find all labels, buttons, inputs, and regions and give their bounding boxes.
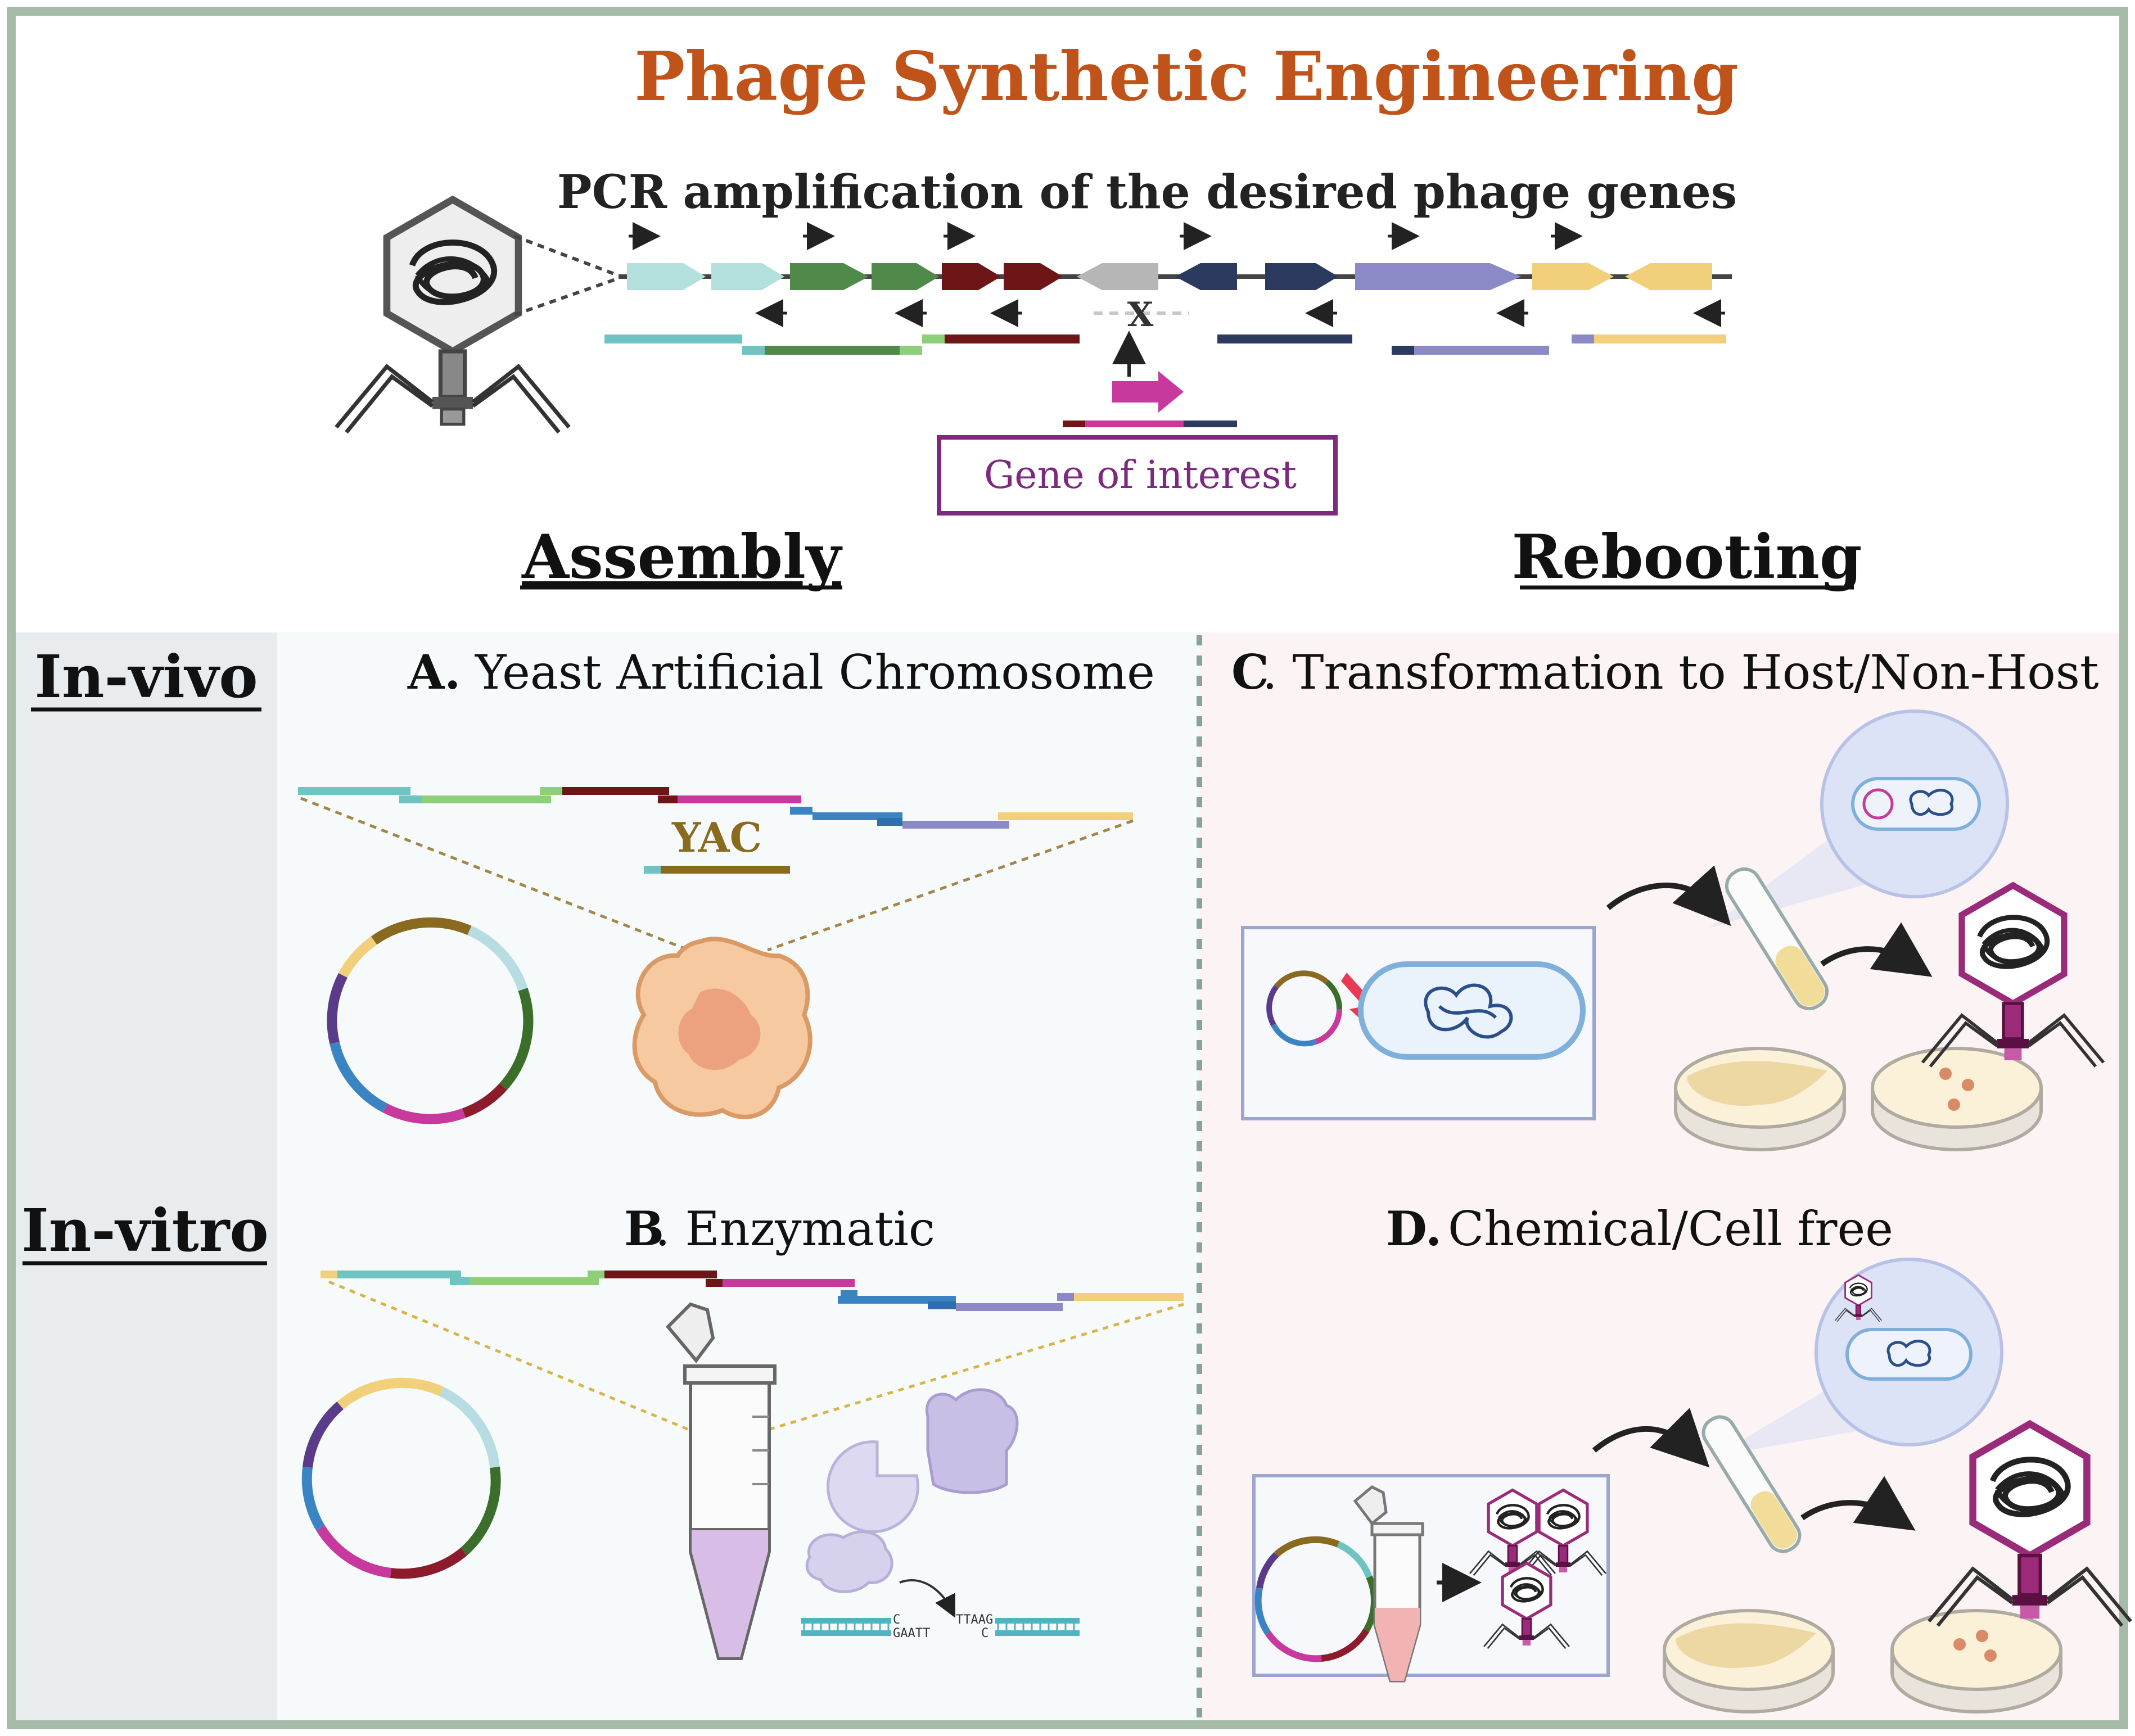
arrow-icon bbox=[1820, 922, 1933, 977]
petri-dish-icon bbox=[1676, 1048, 1844, 1150]
phage-genome bbox=[619, 263, 1732, 290]
bacterium-icon bbox=[1845, 1328, 1972, 1381]
dna-left: C GAATT bbox=[801, 1613, 930, 1640]
row-label-in-vitro: In-vitro bbox=[21, 1196, 269, 1265]
chromosome-icon bbox=[1909, 789, 1954, 816]
gene-arrow bbox=[872, 263, 939, 290]
seq-right-top: TTAAG bbox=[956, 1613, 993, 1627]
gene-arrow bbox=[942, 263, 1001, 290]
insert-fragment bbox=[1085, 421, 1184, 427]
tube-icon bbox=[1725, 867, 1829, 1011]
petri-dish-icon bbox=[1892, 1611, 2061, 1712]
gene-arrow bbox=[711, 263, 784, 290]
row-label-band bbox=[16, 632, 277, 1720]
plasmid-icon bbox=[327, 917, 534, 1124]
seq-right-bottom: C bbox=[981, 1626, 988, 1640]
tube-icon bbox=[665, 1302, 777, 1660]
plasmid-icon bbox=[1266, 970, 1343, 1047]
zoom-line bbox=[300, 797, 689, 952]
primer-arrows bbox=[629, 222, 1725, 327]
rebooting-header: Rebooting bbox=[1511, 522, 1862, 593]
assembly-header: Assembly bbox=[521, 522, 843, 593]
petri-dish-icon bbox=[1664, 1611, 1833, 1712]
gene-of-interest-box bbox=[937, 435, 1338, 516]
pcr-fragments bbox=[604, 334, 1726, 355]
zoom-line bbox=[328, 1280, 692, 1432]
insert-fragment-right bbox=[1184, 421, 1237, 427]
arrow-icon bbox=[1606, 865, 1731, 926]
tube-icon bbox=[1353, 1485, 1424, 1683]
gene-of-interest-label: Gene of interest bbox=[984, 453, 1297, 498]
petri-dish-icon bbox=[1872, 1048, 2041, 1150]
plasmid-icon bbox=[301, 1377, 501, 1579]
zoom-line-bottom bbox=[514, 277, 619, 317]
figure-title: Phage Synthetic Engineering bbox=[634, 37, 1739, 116]
cut-arrow bbox=[899, 1579, 955, 1618]
panel-c-title: . Transformation to Host/Non-Host bbox=[1262, 645, 2099, 700]
pcr-subtitle: PCR amplification of the desired phage g… bbox=[557, 165, 1737, 219]
zoom-line-top bbox=[513, 234, 620, 277]
gene-arrow bbox=[790, 263, 869, 290]
gene-arrow bbox=[1004, 263, 1063, 290]
enzyme-icon bbox=[805, 1388, 1019, 1593]
gene-arrow bbox=[1265, 263, 1338, 290]
gene-arrow bbox=[1175, 263, 1237, 290]
row-label-in-vivo: In-vivo bbox=[34, 642, 258, 711]
yac-bar bbox=[661, 866, 790, 874]
gene-arrow bbox=[1625, 263, 1712, 290]
arrow-icon bbox=[1592, 1408, 1710, 1468]
panel-d-title: Chemical/Cell free bbox=[1448, 1201, 1893, 1256]
seq-left-top: C bbox=[893, 1613, 900, 1627]
gene-arrow-knockout bbox=[1077, 263, 1158, 290]
panel-b-letter: B bbox=[624, 1201, 664, 1256]
yac-fragments bbox=[298, 787, 1133, 829]
gene-arrow bbox=[1532, 263, 1614, 290]
gene-arrow bbox=[1355, 263, 1521, 290]
panel-c-letter: C bbox=[1231, 644, 1269, 700]
yac-bar-end bbox=[644, 866, 661, 874]
insert-fragment-left bbox=[1063, 421, 1085, 427]
tube-icon bbox=[1701, 1415, 1802, 1553]
chromosome-icon bbox=[1424, 983, 1513, 1039]
plasmid-icon bbox=[1862, 788, 1894, 820]
gene-arrow bbox=[627, 263, 706, 290]
arrow-icon bbox=[1800, 1476, 1916, 1531]
panel-a-letter: A. bbox=[407, 644, 461, 700]
yeast-cell-icon bbox=[632, 937, 813, 1119]
dna-right: TTAAG C bbox=[956, 1613, 1080, 1640]
bacterium-icon bbox=[1851, 777, 1981, 831]
panel-b-title: . Enzymatic bbox=[655, 1201, 935, 1256]
zoom-line bbox=[767, 819, 1134, 952]
panel-a-title: Yeast Artificial Chromosome bbox=[475, 645, 1155, 700]
yac-tag: YAC bbox=[671, 813, 762, 861]
insert-gene-arrow bbox=[1112, 371, 1184, 413]
chromosome-icon bbox=[1886, 1340, 1931, 1367]
zoom-line bbox=[764, 1303, 1184, 1432]
knockout-mark: X bbox=[1127, 295, 1154, 334]
enzymatic-fragments bbox=[321, 1271, 1184, 1311]
seq-left-bottom: GAATT bbox=[893, 1626, 930, 1640]
panel-d-letter: D. bbox=[1386, 1201, 1442, 1256]
